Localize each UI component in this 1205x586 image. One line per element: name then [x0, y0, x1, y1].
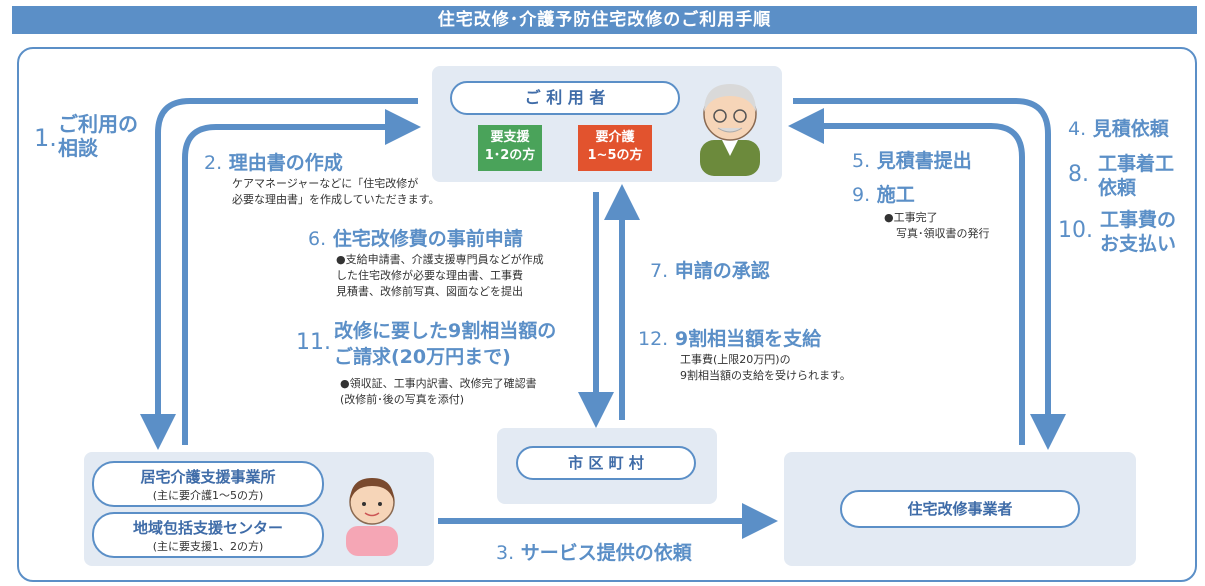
- step-6-note-line2: した住宅改修が必要な理由書、工事費: [336, 269, 523, 282]
- step-9: 9. 施工: [852, 180, 915, 207]
- step-6: 6. 住宅改修費の事前申請: [308, 224, 523, 251]
- step-2-number: 2.: [204, 152, 223, 174]
- step-12-note-line2: 9割相当額の支給を受けられます。: [680, 369, 851, 382]
- step-6-note: ●支給申請書、介護支援専門員などが作成 した住宅改修が必要な理由書、工事費 見積…: [336, 252, 544, 300]
- user-label: ご 利 用 者: [450, 81, 680, 115]
- step-9-number: 9.: [852, 184, 871, 206]
- step-8: 8. 工事着工 依頼: [1068, 152, 1174, 200]
- step-6-title: 住宅改修費の事前申請: [332, 228, 523, 250]
- step-7-title: 申請の承認: [674, 260, 770, 282]
- step-1-line1: ご利用の: [58, 112, 138, 136]
- step-11-note-line1: ●領収証、工事内訳書、改修完了確認書: [340, 377, 537, 390]
- care-badge-line2: 1~5の方: [587, 148, 643, 163]
- step-3: 3. サービス提供の依頼: [496, 538, 692, 565]
- step-10: 10. 工事費の お支払い: [1058, 208, 1176, 256]
- care-level-badge: 要介護 1~5の方: [578, 125, 652, 171]
- step-3-title: サービス提供の依頼: [520, 542, 692, 564]
- step-7: 7. 申請の承認: [650, 256, 770, 283]
- step-12-note-line1: 工事費(上限20万円)の: [680, 353, 791, 366]
- step-11-note: ●領収証、工事内訳書、改修完了確認書 (改修前･後の写真を添付): [340, 376, 537, 408]
- municipality-label: 市 区 町 村: [516, 446, 696, 480]
- arrow-estimate-request: [793, 98, 1066, 450]
- step-9-note: ●工事完了 写真･領収書の発行: [884, 210, 990, 242]
- step-12-title: 9割相当額を支給: [674, 328, 822, 350]
- step-4-number: 4.: [1068, 118, 1087, 140]
- care-badge-line1: 要介護: [595, 130, 635, 145]
- step-11-line2: ご請求(20万円まで): [334, 346, 511, 368]
- step-8-number: 8.: [1068, 162, 1089, 187]
- step-11-note-line2: (改修前･後の写真を添付): [340, 393, 465, 406]
- step-12: 12. 9割相当額を支給: [638, 324, 821, 351]
- step-2-note-line2: 必要な理由書」を作成していただきます。: [232, 193, 440, 206]
- step-10-line1: 工事費の: [1100, 209, 1177, 231]
- step-2: 2. 理由書の作成: [204, 148, 343, 175]
- step-4: 4. 見積依頼: [1068, 114, 1169, 141]
- step-12-note: 工事費(上限20万円)の 9割相当額の支給を受けられます。: [680, 352, 851, 384]
- support-badge-line1: 要支援: [490, 130, 530, 145]
- arrow-reason-doc: [182, 109, 421, 445]
- step-9-note-line2: 写真･領収書の発行: [896, 227, 990, 240]
- step-8-line2: 依頼: [1098, 177, 1137, 199]
- step-1-line2: 相談: [58, 136, 98, 160]
- diagram-frame: [17, 47, 1197, 582]
- step-1-number: 1.: [34, 124, 57, 152]
- regional-center-note: (主に要支援1、2の方): [152, 540, 264, 553]
- step-9-title: 施工: [876, 184, 915, 206]
- care-office-note: (主に要介護1～5の方): [152, 489, 264, 502]
- regional-center-label: 地域包括支援センター: [132, 519, 283, 537]
- step-6-note-line3: 見積書、改修前写真、図面などを提出: [336, 285, 523, 298]
- contractor-label: 住宅改修事業者: [840, 490, 1080, 528]
- step-7-number: 7.: [650, 260, 669, 282]
- step-10-number: 10.: [1058, 218, 1093, 243]
- step-3-number: 3.: [496, 542, 515, 564]
- care-office-label: 居宅介護支援事業所: [140, 468, 276, 486]
- page-title: 住宅改修･介護予防住宅改修のご利用手順: [12, 6, 1197, 34]
- step-2-note: ケアマネージャーなどに「住宅改修が 必要な理由書」を作成していただきます。: [232, 176, 440, 208]
- regional-center-box: 地域包括支援センター (主に要支援1、2の方): [92, 512, 324, 558]
- step-5-title: 見積書提出: [876, 150, 972, 172]
- step-11-number: 11.: [296, 330, 331, 355]
- step-12-number: 12.: [638, 328, 669, 350]
- care-office-box: 居宅介護支援事業所 (主に要介護1～5の方): [92, 461, 324, 507]
- step-11-line1: 改修に要した9割相当額の: [334, 320, 557, 342]
- step-2-note-line1: ケアマネージャーなどに「住宅改修が: [232, 177, 419, 190]
- step-5-number: 5.: [852, 150, 871, 172]
- arrow-estimate-submit: [788, 108, 1025, 445]
- step-11: 11. 改修に要した9割相当額の ご請求(20万円まで): [296, 318, 556, 370]
- step-2-title: 理由書の作成: [228, 152, 343, 174]
- support-badge-line2: 1･2の方: [484, 148, 536, 163]
- caregiver-woman-icon: [346, 478, 398, 556]
- arrow-consult: [140, 98, 418, 450]
- step-5: 5. 見積書提出: [852, 146, 972, 173]
- elderly-man-icon: [700, 84, 760, 176]
- step-1: 1. ご利用の 相談: [34, 112, 138, 160]
- step-4-title: 見積依頼: [1092, 118, 1169, 140]
- step-8-line1: 工事着工: [1098, 153, 1175, 175]
- step-6-number: 6.: [308, 228, 327, 250]
- step-9-note-line1: ●工事完了: [884, 211, 938, 224]
- support-level-badge: 要支援 1･2の方: [478, 125, 542, 171]
- step-6-note-line1: ●支給申請書、介護支援専門員などが作成: [336, 253, 544, 266]
- step-10-line2: お支払い: [1100, 233, 1177, 255]
